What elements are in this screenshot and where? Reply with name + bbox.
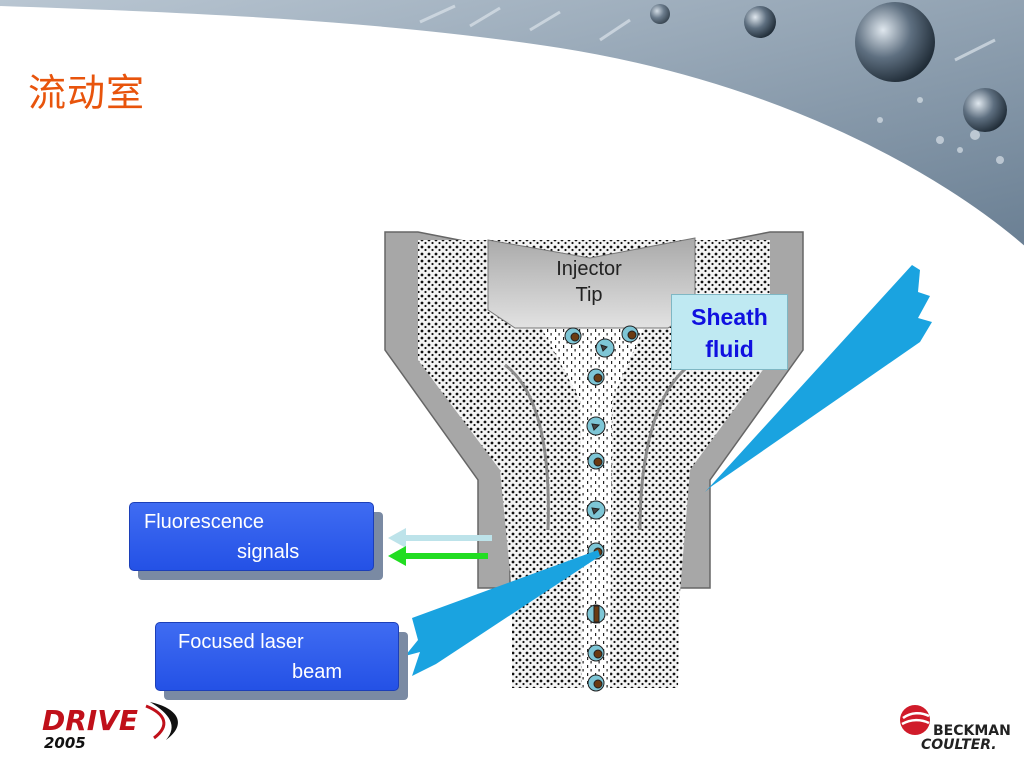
injector-tip-label: Injector Tip [530,256,648,308]
injector-label-line2: Tip [575,284,603,306]
sheath-label-line1: Sheath [691,304,768,330]
beckman-logo-line1: BECKMAN [933,723,1011,739]
laser-beam-left [405,550,600,676]
drive-logo-year: 2005 [44,734,86,752]
fluorescence-signal-arrows [388,528,492,566]
drive-2005-logo: DRIVE 2005 [42,702,178,752]
sheath-label-line2: fluid [705,336,754,362]
page-title: 流动室 [28,71,146,115]
beckman-coulter-logo: BECKMAN COULTER. [900,705,1011,753]
cells [564,325,639,692]
beckman-logo-line2: COULTER. [921,737,997,753]
fluorescence-signals-label: Fluorescence signals [144,507,364,567]
drive-logo-word: DRIVE [42,704,138,737]
sheath-fluid-label: Sheath fluid [671,294,788,370]
fluorescence-label-line2: signals [237,541,300,563]
injector-label-line1: Injector [556,258,622,280]
fluorescence-label-line1: Fluorescence [144,511,265,533]
laser-label-line2: beam [292,661,343,683]
focused-laser-beam-label: Focused laser beam [178,627,393,687]
fluorescence-signals-box [129,502,374,571]
laser-label-line1: Focused laser [178,631,304,653]
focused-laser-beam-box [155,622,399,691]
laser-beam-right [705,265,932,492]
header-banner-image [0,0,1024,250]
